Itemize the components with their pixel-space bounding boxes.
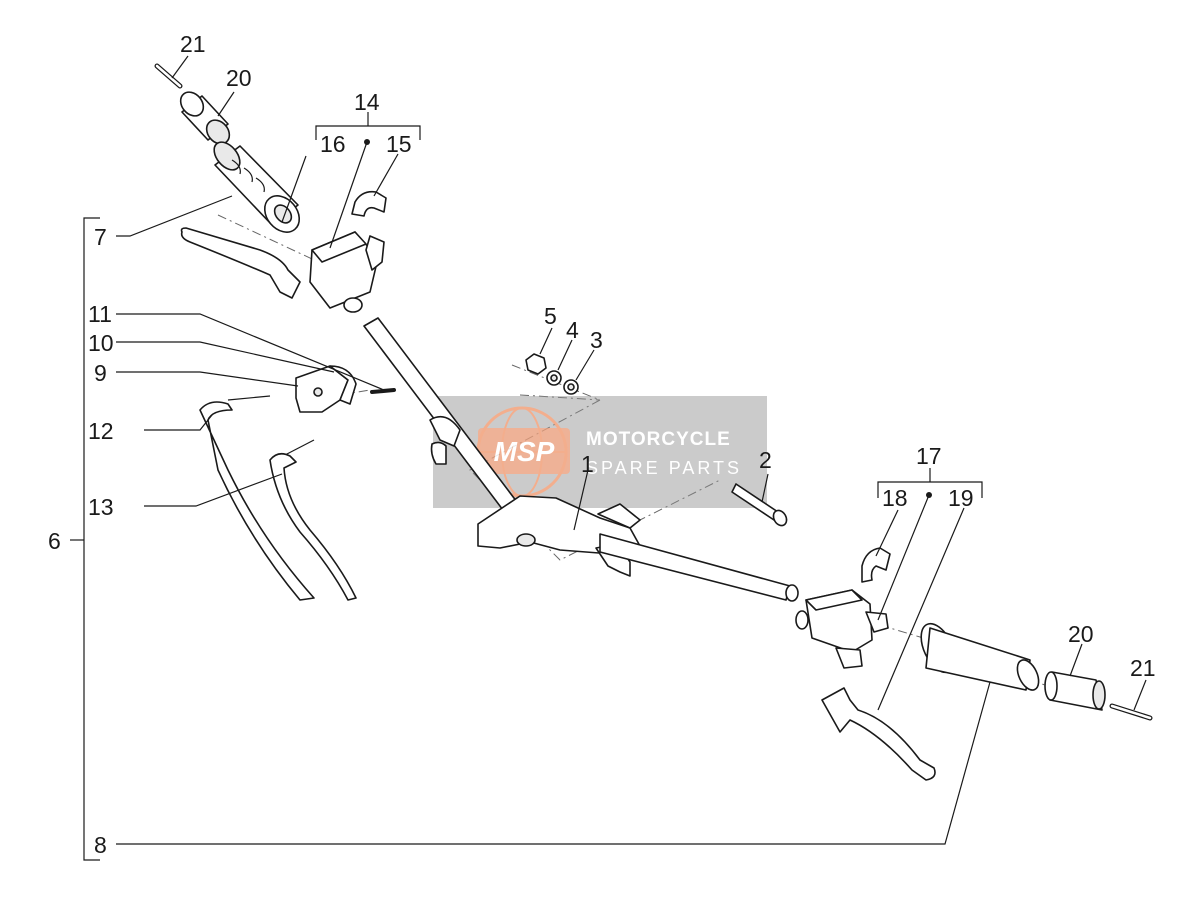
callout-9: 9 bbox=[94, 360, 107, 386]
callout-3: 3 bbox=[590, 327, 603, 353]
callout-21-top: 21 bbox=[180, 31, 206, 57]
part-12-throttle-cable bbox=[199, 395, 315, 601]
watermark: MSP MOTORCYCLE SPARE PARTS bbox=[433, 396, 767, 508]
callout-21-right: 21 bbox=[1130, 655, 1156, 681]
callout-2: 2 bbox=[759, 447, 772, 473]
part-14-left-master-cylinder bbox=[309, 231, 385, 313]
part-20-bar-end-left bbox=[179, 91, 231, 145]
part-15-clamp-left bbox=[351, 190, 387, 217]
part-17-right-master-cylinder bbox=[795, 589, 889, 669]
callout-8: 8 bbox=[94, 832, 107, 858]
callout-18: 18 bbox=[882, 485, 908, 511]
watermark-line2: SPARE PARTS bbox=[586, 458, 742, 478]
logo-badge bbox=[478, 428, 570, 474]
part-handlebar-right-tube bbox=[599, 533, 799, 602]
part-4-washer bbox=[546, 370, 562, 386]
callout-15: 15 bbox=[386, 131, 412, 157]
part-3-washer bbox=[563, 379, 579, 395]
callout-4: 4 bbox=[566, 317, 579, 343]
callout-labels: 1 2 3 4 5 6 7 8 9 10 11 12 13 14 15 16 1… bbox=[48, 31, 1156, 858]
callout-16: 16 bbox=[320, 131, 346, 157]
callout-7: 7 bbox=[94, 224, 107, 250]
part-21-screw-right bbox=[1109, 703, 1153, 721]
callout-1: 1 bbox=[581, 451, 594, 477]
callout-20-right: 20 bbox=[1068, 621, 1094, 647]
callout-6: 6 bbox=[48, 528, 61, 554]
part-13-clutch-cable bbox=[269, 439, 357, 601]
logo-text: MSP bbox=[494, 436, 555, 467]
part-21-screw-left bbox=[154, 63, 183, 89]
part-8-right-grip bbox=[920, 622, 1040, 691]
part-18-clamp-right bbox=[861, 547, 891, 583]
part-7-left-grip bbox=[213, 141, 301, 233]
part-5-nut bbox=[525, 353, 547, 375]
callout-11: 11 bbox=[88, 301, 112, 327]
callout-14: 14 bbox=[354, 89, 380, 115]
callout-19: 19 bbox=[948, 485, 974, 511]
callout-20-top: 20 bbox=[226, 65, 252, 91]
leader-lines bbox=[70, 55, 1147, 861]
part-19-right-lever bbox=[821, 687, 936, 781]
callout-17: 17 bbox=[916, 443, 942, 469]
callout-10: 10 bbox=[88, 330, 114, 356]
part-16-left-lever bbox=[180, 227, 301, 299]
watermark-line1: MOTORCYCLE bbox=[586, 429, 731, 450]
part-11-screw bbox=[370, 388, 396, 394]
callout-5: 5 bbox=[544, 303, 557, 329]
part-1-handlebar-bracket bbox=[477, 495, 641, 577]
part-handlebar-left-tube bbox=[363, 317, 521, 515]
part-2-bolt bbox=[731, 483, 788, 527]
part-20-bar-end-right bbox=[1044, 671, 1106, 711]
callout-13: 13 bbox=[88, 494, 114, 520]
callout-12: 12 bbox=[88, 418, 114, 444]
part-9-10-throttle-housing bbox=[295, 365, 357, 413]
